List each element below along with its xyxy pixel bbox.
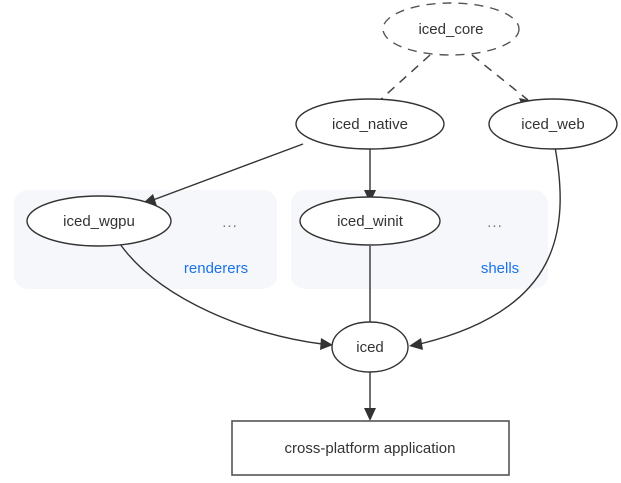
node-iced-winit[interactable]: iced_winit	[299, 196, 441, 246]
cluster-renderers-ellipsis: ...	[222, 214, 238, 231]
node-application-label: cross-platform application	[285, 440, 456, 457]
node-iced-native-label: iced_native	[332, 116, 408, 133]
node-iced-native-shape[interactable]	[295, 98, 445, 150]
node-iced-web-shape[interactable]	[488, 98, 618, 150]
node-iced-core-shape[interactable]	[382, 2, 520, 56]
node-iced-winit-shape[interactable]	[299, 196, 441, 246]
node-iced-wgpu-shape[interactable]	[26, 195, 172, 247]
node-iced-core[interactable]: iced_core	[382, 2, 520, 56]
node-iced-web-label: iced_web	[521, 116, 584, 133]
edge-iced-web-to-iced	[409, 146, 561, 350]
node-iced-core-label: iced_core	[418, 21, 483, 38]
node-cross-platform-application[interactable]: cross-platform application	[231, 420, 510, 476]
node-iced-native[interactable]: iced_native	[295, 98, 445, 150]
edge-iced-to-application	[364, 372, 376, 421]
node-iced-web[interactable]: iced_web	[488, 98, 618, 150]
node-iced-shape[interactable]	[331, 321, 409, 373]
cluster-shells-label: shells	[481, 260, 519, 277]
cluster-shells-ellipsis: ...	[487, 214, 503, 231]
node-iced[interactable]: iced	[331, 321, 409, 373]
node-iced-winit-label: iced_winit	[337, 213, 404, 230]
node-iced-wgpu-label: iced_wgpu	[63, 213, 135, 230]
node-iced-label: iced	[356, 339, 384, 356]
edge-iced-wgpu-to-iced	[119, 243, 333, 350]
node-iced-wgpu[interactable]: iced_wgpu	[26, 195, 172, 247]
cluster-renderers-label: renderers	[184, 260, 248, 277]
node-application-shape[interactable]	[231, 420, 510, 476]
